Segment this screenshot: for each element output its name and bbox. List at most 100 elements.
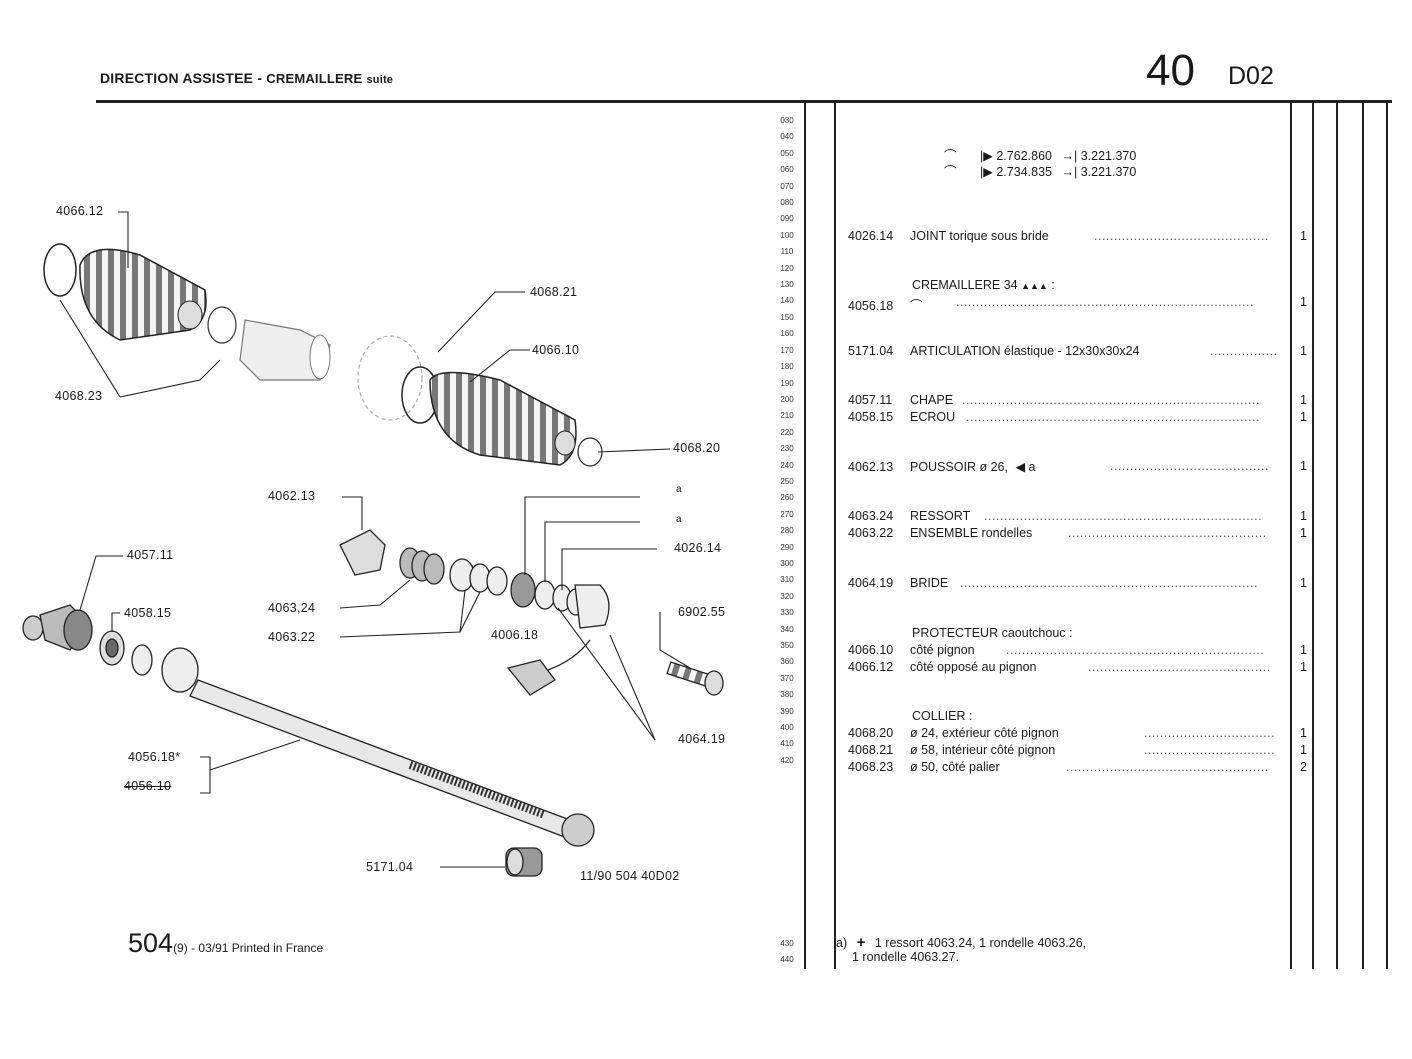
table-divider: [1336, 103, 1338, 969]
label-4068-23: 4068.23: [55, 389, 103, 403]
rotate-arrow: [547, 639, 591, 671]
part-qty: 1: [1300, 344, 1307, 358]
part-qty: 1: [1300, 726, 1307, 740]
footer-model: 504: [128, 928, 174, 958]
dot-leader: ........................................…: [1068, 526, 1267, 540]
table-divider: [1362, 103, 1364, 969]
line-number: 090: [780, 214, 794, 224]
part-ref: 4058.15: [848, 410, 894, 424]
line-number: 080: [780, 198, 794, 208]
part-desc: BRIDE: [910, 576, 949, 590]
note-text: 1 ressort 4063.24, 1 rondelle 4063.26,: [874, 936, 1087, 950]
label-4066-12: 4066.12: [56, 204, 104, 218]
plus-icon: +: [856, 934, 866, 951]
line-number: 330: [780, 608, 794, 618]
label-4063-24: 4063,24: [268, 601, 316, 615]
part-desc: ECROU: [910, 410, 956, 424]
line-number: 430: [780, 939, 794, 948]
footer-variant: (9): [173, 941, 188, 955]
line-number: 100: [780, 230, 794, 240]
line-number: 270: [780, 509, 794, 519]
footnote-line-1: a) + 1 ressort 4063.24, 1 rondelle 4063.…: [836, 934, 1086, 951]
part-row: 4064.19 BRIDE ...........................…: [848, 576, 1318, 592]
dot-leader: ........................................…: [960, 576, 1258, 590]
label-4063-22: 4063.22: [268, 630, 316, 644]
line-number: 260: [780, 493, 794, 503]
section-code: D02: [1228, 62, 1274, 90]
line-number: 120: [780, 263, 794, 273]
title-main: DIRECTION ASSISTEE: [100, 70, 254, 86]
line-number: 190: [780, 378, 794, 388]
line-number: 410: [780, 739, 794, 749]
part-ref: 4057.11: [848, 393, 893, 407]
page-title: DIRECTION ASSISTEE - CREMAILLERE suite: [100, 70, 393, 86]
dot-leader: .................................: [1144, 743, 1276, 757]
part-ref: 4063.22: [848, 526, 894, 540]
to-arrow-icon: →|: [1061, 149, 1078, 163]
subhead-cremaillere: CREMAILLERE 34 ▲▲▲ :: [912, 278, 1055, 292]
line-number: 370: [780, 673, 794, 683]
dot-leader: ........................................…: [962, 393, 1260, 407]
table-divider: [1312, 103, 1314, 969]
footer-printed: - 03/91 Printed in France: [187, 941, 324, 955]
to-arrow-icon: →|: [1061, 165, 1078, 179]
part-qty: 1: [1300, 295, 1307, 309]
steering-icon: ⌒: [910, 299, 923, 313]
dot-leader: .................: [1210, 344, 1278, 358]
part-qty: 1: [1300, 509, 1307, 523]
bush-5171-04: [505, 847, 543, 877]
label-4006-18: 4006.18: [491, 628, 539, 642]
line-number: 170: [780, 345, 794, 355]
bolt-6902-55: [666, 661, 724, 696]
part-ref: 5171.04: [848, 344, 894, 358]
note-marker: a): [836, 936, 848, 950]
line-number: 160: [780, 329, 794, 339]
speaker-icon: ◀: [1015, 460, 1026, 474]
part-qty: 2: [1300, 760, 1307, 774]
label-4064-19: 4064.19: [678, 732, 726, 746]
line-number: 040: [780, 132, 794, 142]
line-number: 050: [780, 148, 794, 158]
triangle-icons: ▲▲▲: [1021, 281, 1048, 291]
group-number: 40: [1146, 46, 1195, 95]
label-6902-55: 6902.55: [678, 605, 726, 619]
part-qty: 1: [1300, 576, 1307, 590]
line-number: 200: [780, 394, 794, 404]
line-number: 420: [780, 755, 794, 765]
header-rule: [96, 100, 1392, 103]
line-number: 310: [780, 575, 794, 585]
part-ref: 4064.19: [848, 576, 894, 590]
part-qty: 1: [1300, 643, 1307, 657]
label-4068-21: 4068.21: [530, 285, 578, 299]
dot-leader: .................................: [1144, 726, 1276, 740]
line-number: 140: [780, 296, 794, 306]
line-number: 230: [780, 444, 794, 454]
part-desc: ø 24, extérieur côté pignon: [910, 726, 1059, 740]
line-number: 150: [780, 312, 794, 322]
part-desc: RESSORT: [910, 509, 971, 523]
line-number: 300: [780, 558, 794, 568]
part-qty: 1: [1300, 229, 1307, 243]
dot-leader: ........................................: [1110, 459, 1269, 473]
line-number: 060: [780, 165, 794, 175]
part-desc: JOINT torique sous bride: [910, 229, 1049, 243]
line-number: 350: [780, 641, 794, 650]
dot-leader: ........................................…: [984, 509, 1263, 523]
table-divider: [1386, 103, 1388, 969]
line-number: 380: [780, 690, 794, 700]
part-desc: ENSEMBLE rondelles: [910, 526, 1033, 540]
subhead-text: CREMAILLERE 34: [912, 278, 1018, 292]
line-number: 180: [780, 362, 794, 372]
label-4026-14: 4026.14: [674, 541, 722, 555]
pusher-4062-13: [339, 529, 386, 576]
line-number: 070: [780, 181, 794, 191]
